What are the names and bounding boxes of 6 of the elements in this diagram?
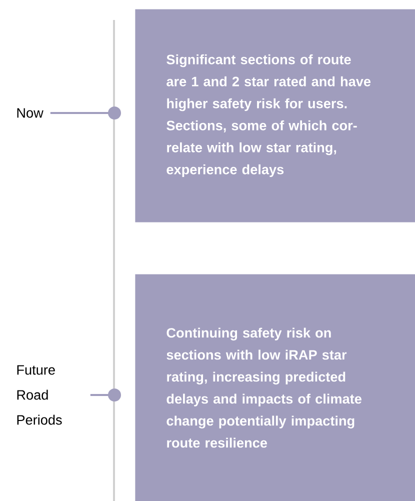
text-box: Significant sections of route are 1 and 2 star rated and have higher safety risk for users. Sections, some of which cor-relate with low star rating, experience delays — [135, 9, 415, 222]
connector-dot — [50, 106, 121, 120]
connector-dot — [90, 388, 121, 402]
period-label: Now — [17, 108, 44, 118]
text-box: Continuing safety risk on sections with low iRAP star rating, increasing predicted delays and impacts of climate change potentially impacting route resilience — [135, 274, 415, 501]
period-label: Future Road Periods — [17, 365, 62, 425]
